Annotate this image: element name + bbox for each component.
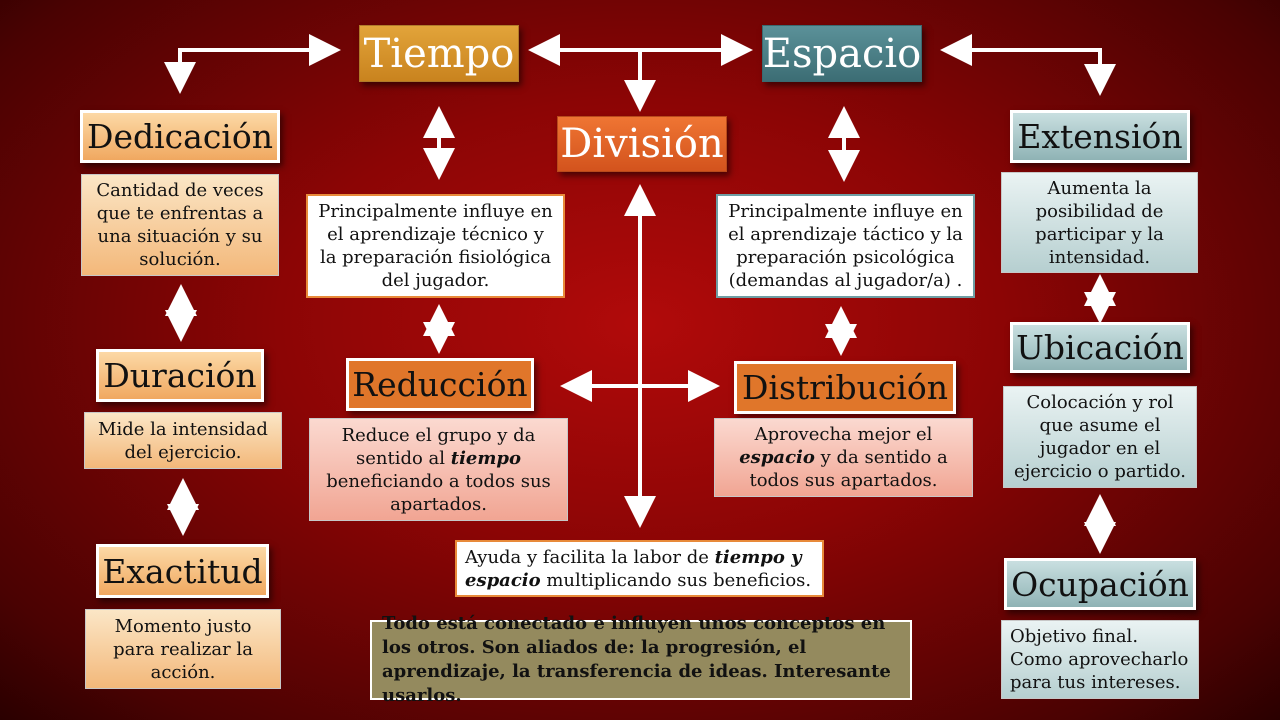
desc-distribucion: Aprovecha mejor el espacio y da sentido …	[714, 418, 973, 497]
title-duracion: Duración	[96, 349, 264, 402]
desc-division-text: Ayuda y facilita la labor de tiempo y es…	[465, 546, 812, 591]
desc-extension: Aumenta la posibilidad de participar y l…	[1001, 172, 1198, 273]
title-extension: Extensión	[1010, 110, 1190, 163]
desc-duracion: Mide la intensidad del ejercicio.	[84, 412, 282, 469]
desc-division: Ayuda y facilita la labor de tiempo y es…	[455, 540, 824, 597]
desc-ocupacion: Objetivo final. Como aprovecharlo para t…	[1001, 620, 1199, 699]
title-distribucion: Distribución	[734, 361, 956, 414]
title-reduccion: Reducción	[346, 358, 534, 411]
title-espacio: Espacio	[762, 25, 922, 82]
desc-ubicacion: Colocación y rol que asume el jugador en…	[1003, 386, 1197, 488]
desc-espacio: Principalmente influye en el aprendizaje…	[716, 194, 975, 298]
desc-reduccion-text: Reduce el grupo y da sentido al tiempo b…	[326, 424, 551, 515]
title-tiempo: Tiempo	[359, 25, 519, 82]
arrow-espacio-extension	[940, 34, 1116, 96]
title-ubicacion: Ubicación	[1010, 322, 1190, 373]
desc-tiempo: Principalmente influye en el aprendizaje…	[306, 194, 565, 298]
title-dedicacion: Dedicación	[80, 110, 280, 163]
desc-distribucion-text: Aprovecha mejor el espacio y da sentido …	[739, 424, 948, 491]
arrow-tiempo-dedicacion	[164, 34, 341, 94]
desc-exactitud: Momento justo para realizar la acción.	[85, 609, 281, 689]
desc-reduccion: Reduce el grupo y da sentido al tiempo b…	[309, 418, 568, 521]
title-ocupacion: Ocupación	[1004, 558, 1196, 610]
title-exactitud: Exactitud	[96, 544, 269, 598]
title-division: División	[557, 116, 727, 172]
summary-box: Todo está conectado e influyen unos conc…	[370, 613, 912, 706]
desc-dedicacion: Cantidad de veces que te enfrentas a una…	[81, 174, 279, 276]
